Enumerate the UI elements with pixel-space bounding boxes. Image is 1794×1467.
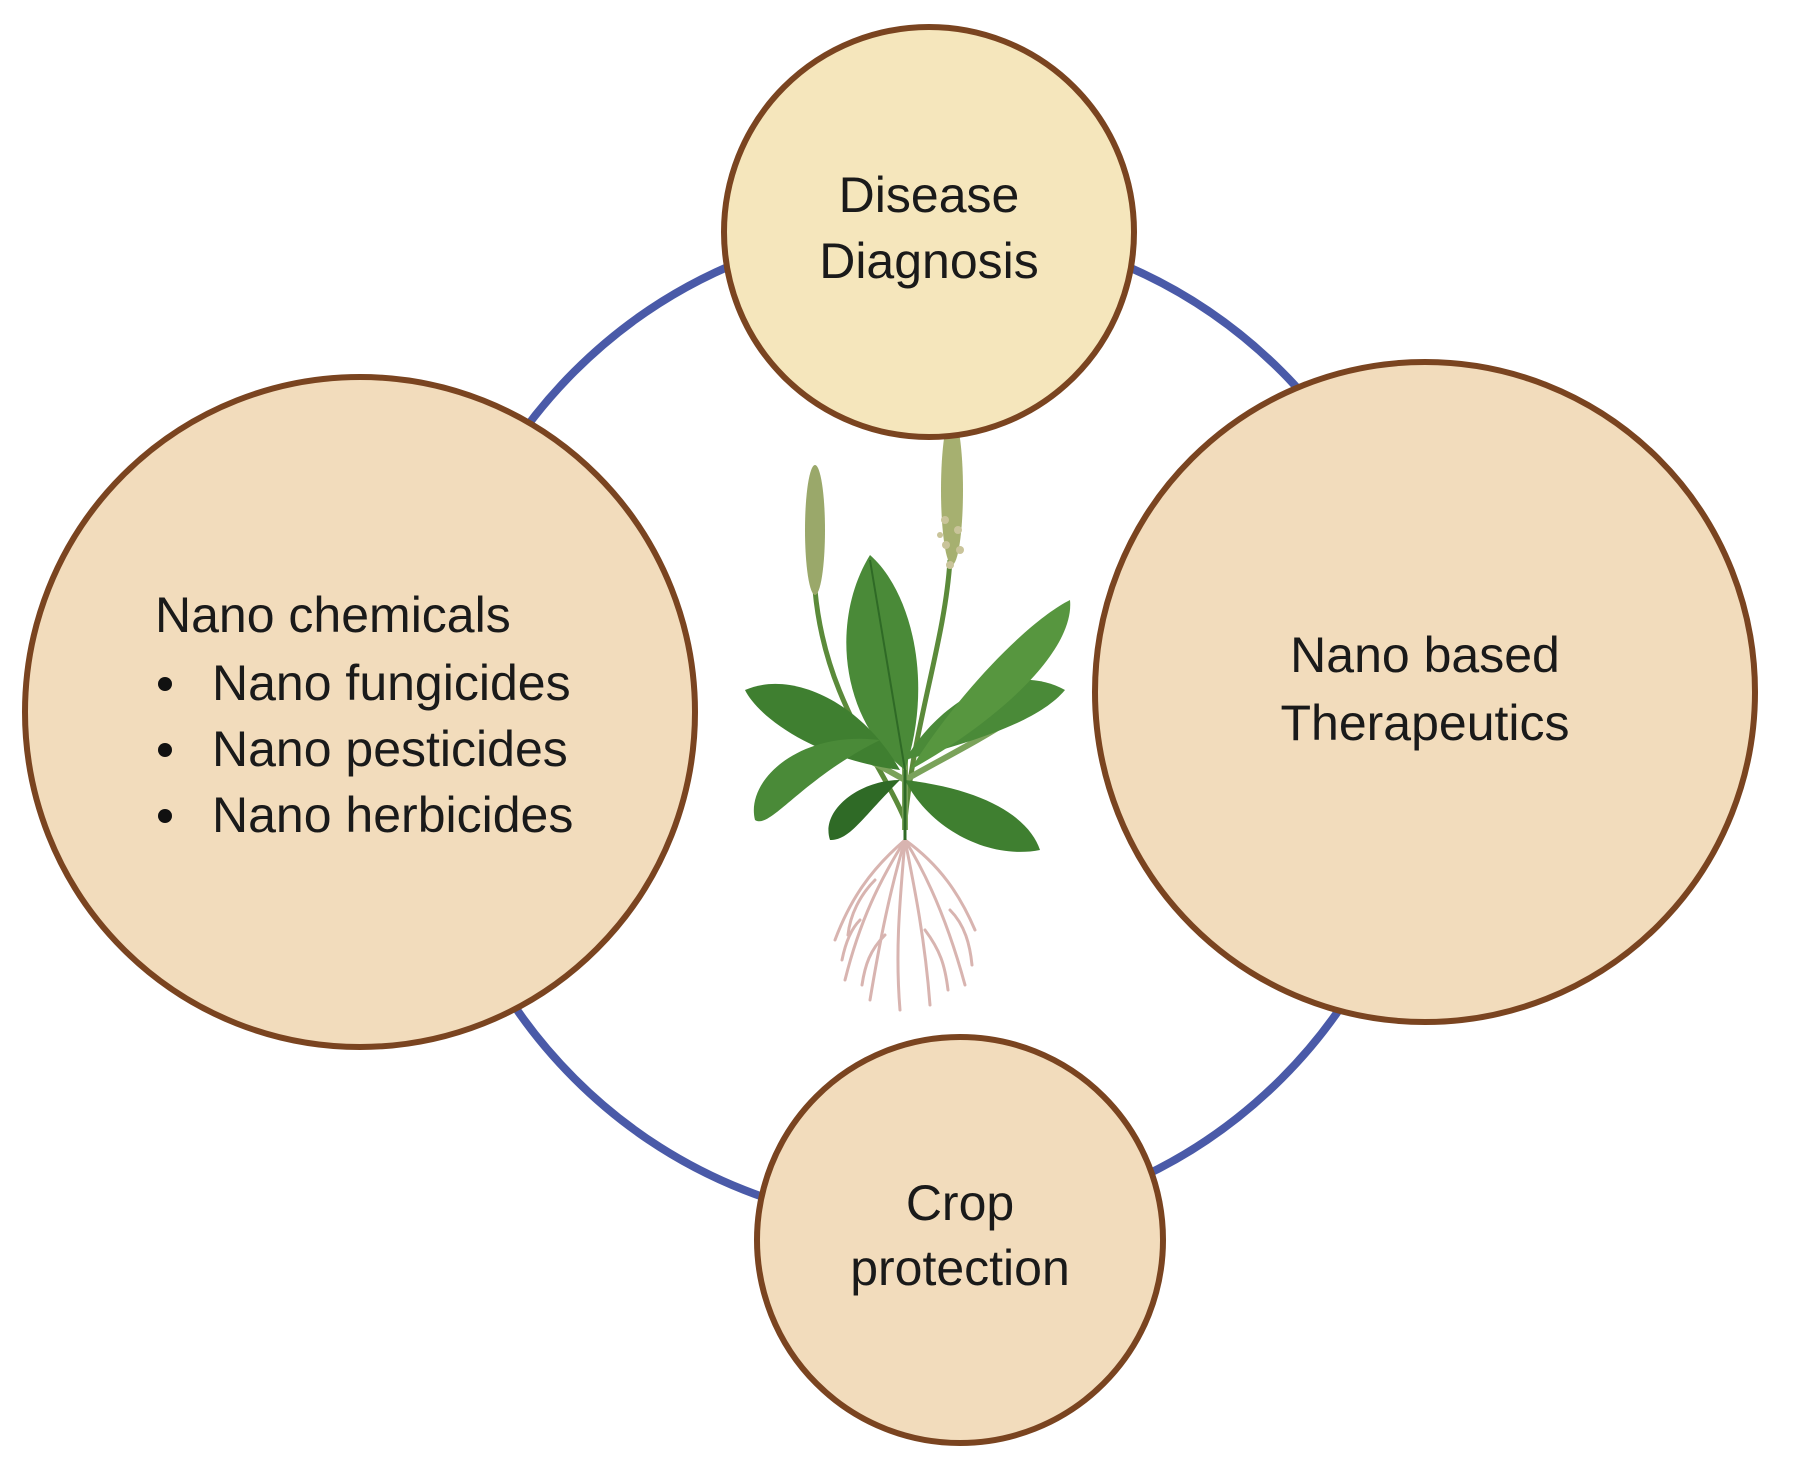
plant-illustration: [745, 415, 1071, 1012]
node-crop-protection: Crop protection: [754, 1034, 1166, 1446]
node-nano-therapeutics: Nano based Therapeutics: [1092, 359, 1758, 1025]
node-nano-chemicals: Nano chemicals Nano fungicides Nano pest…: [22, 374, 698, 1050]
node-top-line2: Diagnosis: [819, 233, 1039, 289]
flower-spike-left: [805, 465, 825, 595]
node-left-item: Nano fungicides: [212, 655, 571, 711]
node-left-title: Nano chemicals: [155, 587, 511, 643]
node-bottom-line2: protection: [850, 1240, 1070, 1296]
node-top-line1: Disease: [839, 167, 1020, 223]
node-right-line2: Therapeutics: [1280, 695, 1569, 751]
bullet-icon: [158, 743, 172, 757]
node-right-line1: Nano based: [1290, 627, 1560, 683]
plant-roots: [833, 838, 977, 1012]
bullet-icon: [158, 677, 172, 691]
node-left-item: Nano pesticides: [212, 721, 568, 777]
plant-leaves: [745, 555, 1071, 852]
bullet-icon: [158, 809, 172, 823]
node-bottom-line1: Crop: [906, 1175, 1014, 1231]
node-left-item: Nano herbicides: [212, 787, 573, 843]
node-disease-diagnosis: Disease Diagnosis: [721, 24, 1137, 440]
